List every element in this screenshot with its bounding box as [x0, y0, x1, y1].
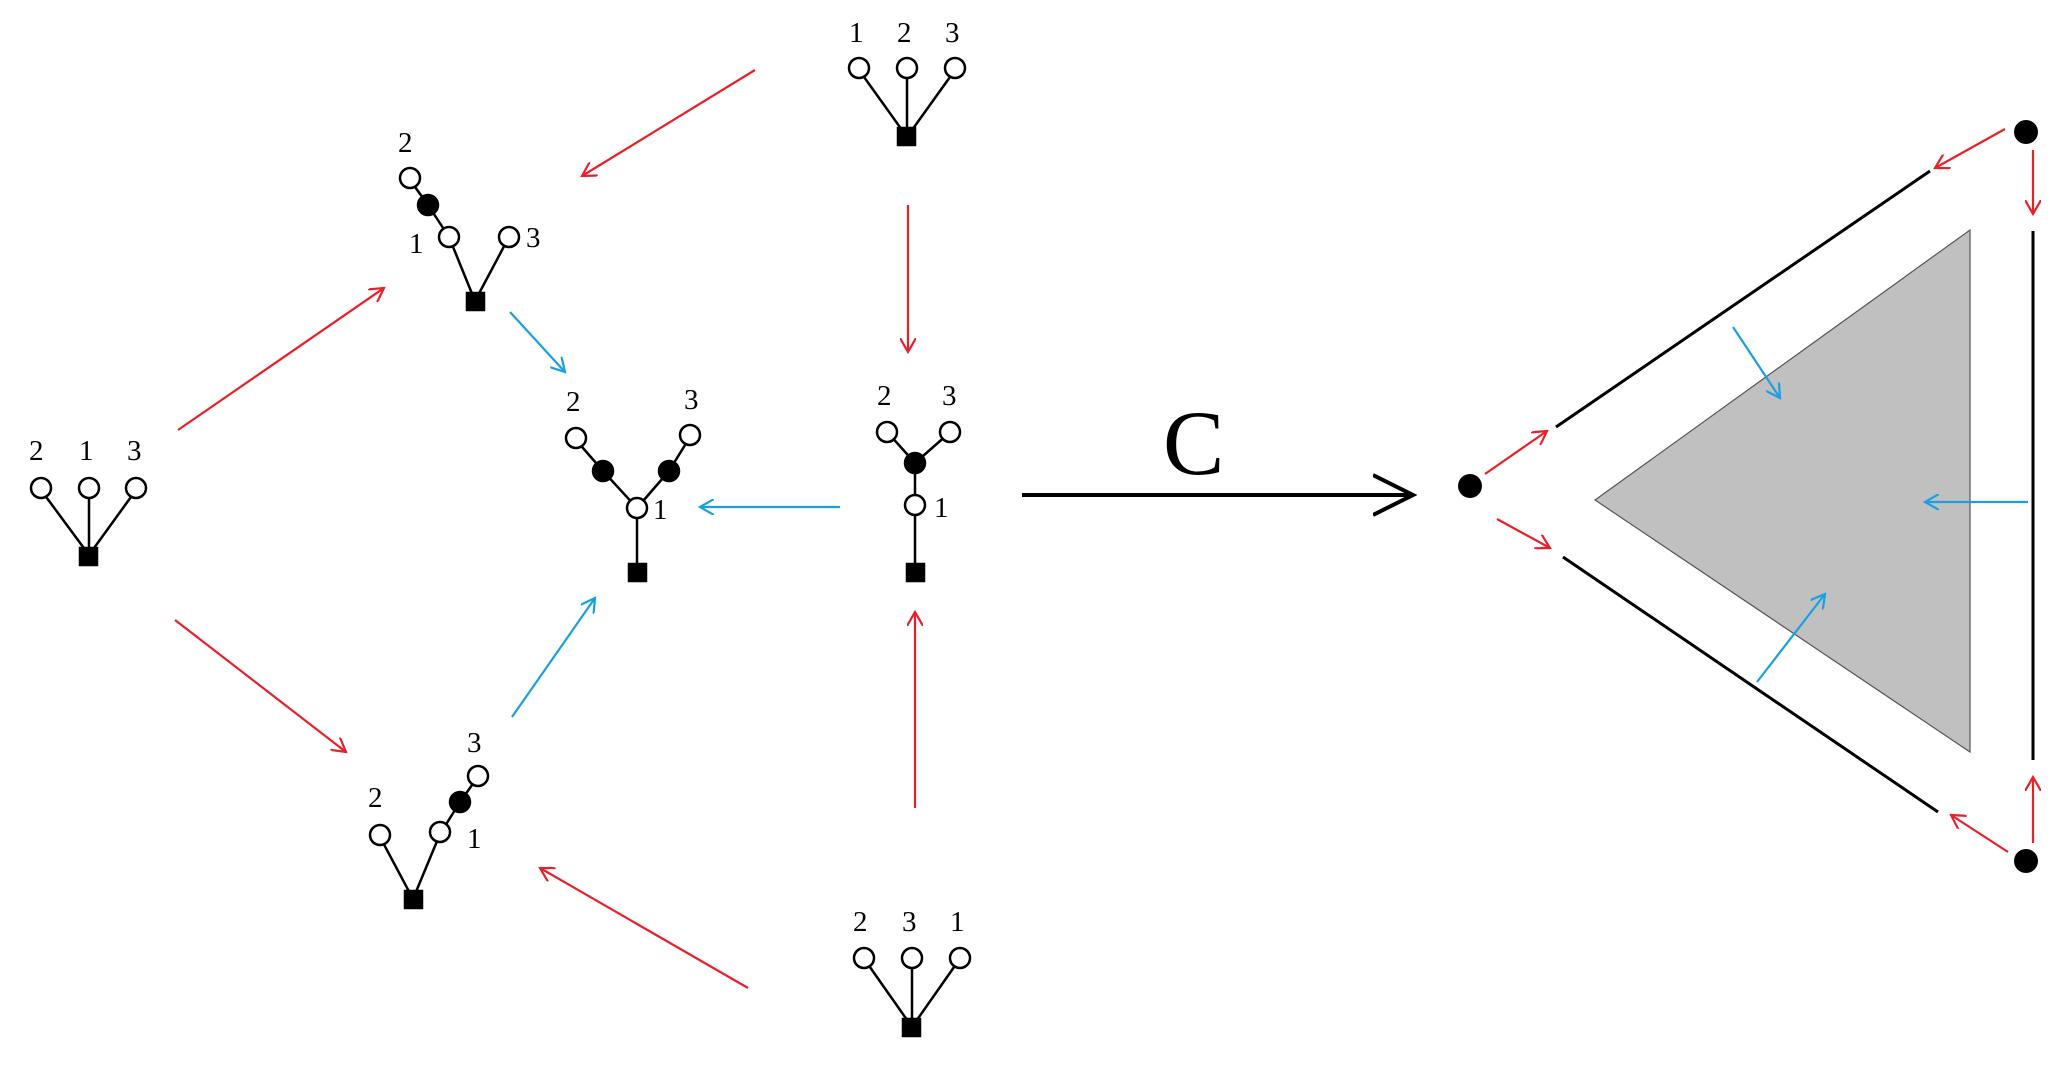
tree-2-3-1-lower: [368, 764, 490, 910]
leaf-node: [466, 764, 490, 788]
leaf-node: [29, 476, 53, 500]
leaf-label: 2: [897, 17, 912, 49]
leaf-node: [895, 56, 919, 80]
leaf-node: [77, 476, 101, 500]
leaf-label: 1: [950, 906, 965, 938]
leaf-node: [124, 476, 148, 500]
tree-231-bottom: [852, 946, 972, 1038]
blue-arrow: [1756, 594, 1825, 683]
root-node: [905, 562, 926, 583]
vertex: [1458, 474, 1482, 498]
internal-node: [448, 790, 472, 814]
leaf-label: 3: [902, 906, 917, 938]
leaf-label: 1: [934, 492, 949, 524]
complex-red-arrows: [1484, 128, 2033, 853]
leaf-label: 3: [942, 380, 957, 412]
leaf-node: [943, 56, 967, 80]
red-arrow: [174, 619, 346, 752]
leaf-node: [564, 426, 588, 450]
leaf-label: 2: [368, 782, 383, 814]
red-arrow: [1951, 815, 2009, 853]
leaf-label: 1: [409, 228, 424, 260]
tree-2-3-1-center: [564, 423, 702, 583]
leaf-label: 1: [79, 435, 94, 467]
leaf-node: [875, 420, 899, 444]
map-label: C: [1163, 392, 1224, 494]
red-arrow: [582, 69, 756, 176]
leaf-node: [368, 823, 392, 847]
root-node: [78, 546, 99, 567]
leaf-label: 2: [29, 435, 44, 467]
leaf-label: 2: [853, 906, 868, 938]
leaf-node: [497, 225, 521, 249]
leaf-node: [903, 493, 927, 517]
internal-node: [416, 193, 440, 217]
leaf-node: [428, 820, 452, 844]
internal-node: [657, 459, 681, 483]
leaf-label: 1: [467, 823, 482, 855]
cell-complex: [1458, 120, 2038, 873]
tree-2-1-3-left: [29, 476, 148, 567]
leaf-node: [398, 166, 422, 190]
edge: [1555, 169, 1931, 429]
leaf-node: [847, 56, 871, 80]
leaf-node: [625, 496, 649, 520]
root-node: [627, 562, 648, 583]
leaf-label: 3: [127, 435, 142, 467]
edge: [1562, 555, 1939, 814]
leaf-label: 1: [653, 494, 668, 526]
vertex: [2014, 120, 2038, 144]
leaf-label: 3: [945, 17, 960, 49]
red-arrow: [1484, 431, 1547, 475]
root-node: [901, 1017, 922, 1038]
leaf-node: [678, 423, 702, 447]
tree-2-3-1-right: [875, 420, 962, 583]
leaf-node: [437, 225, 461, 249]
leaf-label: 1: [849, 17, 864, 49]
root-node: [465, 291, 486, 312]
red-arrow: [540, 868, 749, 989]
tree-123-top: [847, 56, 967, 147]
leaf-label: 2: [398, 127, 413, 159]
internal-node: [591, 459, 615, 483]
blue-arrow: [509, 311, 565, 372]
root-node: [896, 126, 917, 147]
tree-2-1-3-upper: [398, 166, 521, 312]
two-cell: [1593, 228, 1971, 754]
leaf-label: 3: [467, 727, 482, 759]
leaf-node: [900, 946, 924, 970]
complex-blue-arrows: [1732, 326, 2028, 683]
leaf-label: 2: [566, 386, 581, 418]
blue-arrow: [1732, 326, 1780, 398]
blue-arrow: [511, 598, 595, 718]
root-node: [403, 889, 424, 910]
vertex: [2014, 849, 2038, 873]
leaf-node: [938, 420, 962, 444]
blue-arrows: [509, 311, 840, 718]
leaf-label: 2: [877, 380, 892, 412]
red-arrows: [174, 69, 915, 989]
leaf-node: [852, 946, 876, 970]
red-arrow: [1935, 128, 2006, 168]
leaf-label: 3: [526, 222, 541, 254]
leaf-node: [948, 946, 972, 970]
red-arrow: [1496, 518, 1550, 548]
leaf-label: 3: [684, 384, 699, 416]
internal-node: [903, 451, 927, 475]
red-arrow: [177, 288, 384, 431]
